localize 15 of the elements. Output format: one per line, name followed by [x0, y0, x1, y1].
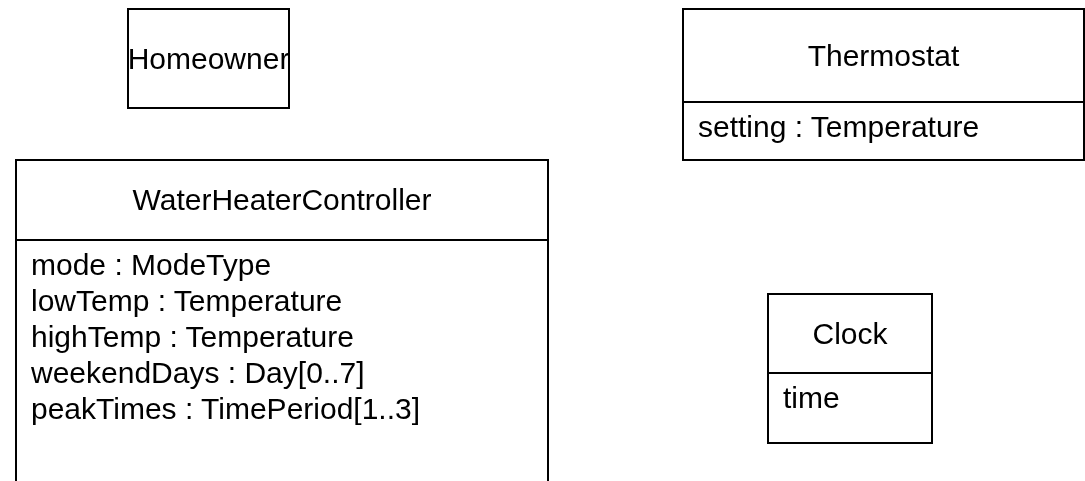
- attribute-text: mode : ModeType: [31, 247, 272, 283]
- attribute-text: lowTemp : Temperature: [31, 283, 343, 319]
- class-box: [682, 8, 1085, 161]
- class-box: [767, 293, 933, 444]
- class-box: [127, 8, 290, 109]
- attribute-text: weekendDays : Day[0..7]: [31, 355, 365, 391]
- class-name: WaterHeaterController: [132, 183, 432, 217]
- attribute-text: setting : Temperature: [698, 109, 980, 145]
- attribute-text: highTemp : Temperature: [31, 319, 354, 355]
- class-box: [15, 159, 549, 481]
- class-name: Homeowner: [127, 41, 290, 76]
- attribute-text: peakTimes : TimePeriod[1..3]: [31, 391, 421, 427]
- class-name: Clock: [812, 316, 888, 351]
- attribute-text: time: [783, 380, 840, 416]
- class-name: Thermostat: [807, 38, 960, 73]
